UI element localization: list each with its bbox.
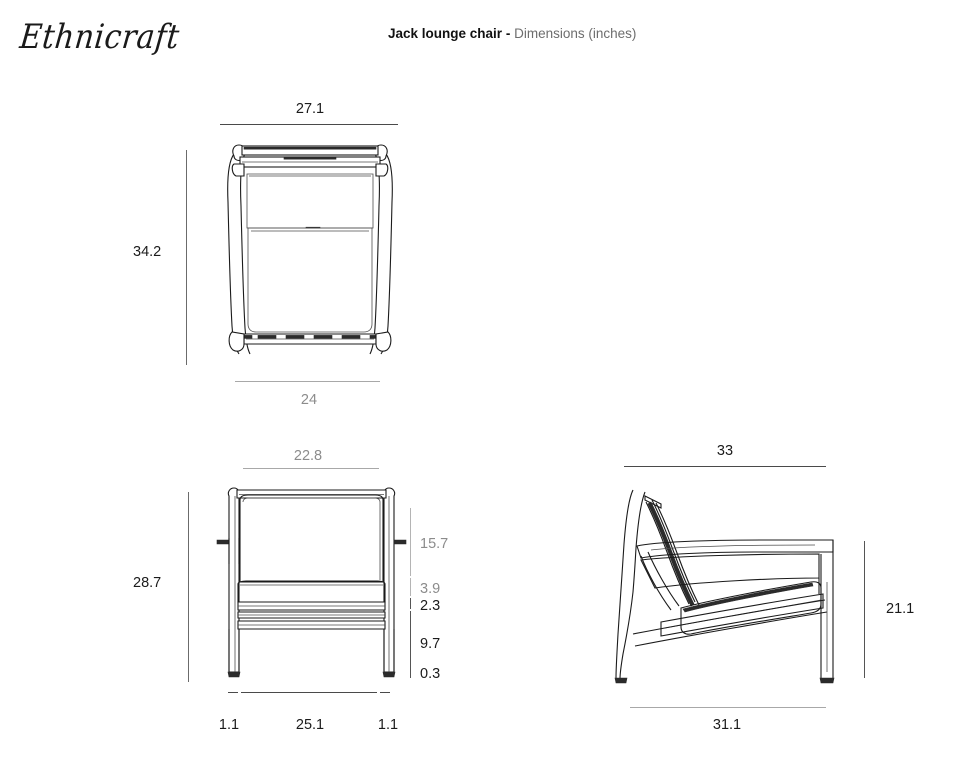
dim-line-seat-frame xyxy=(410,598,411,609)
dim-label-seat-frame: 2.3 xyxy=(420,598,441,614)
dim-label-top-inner-width: 24 xyxy=(300,392,318,408)
dim-line-front-height xyxy=(188,492,189,682)
dim-label-front-height: 28.7 xyxy=(133,575,162,591)
dim-line-leg-right-width xyxy=(380,692,390,693)
dim-line-side-floor-depth xyxy=(630,707,826,708)
dim-label-leg-left-width: 1.1 xyxy=(218,717,240,733)
dim-label-top-width: 27.1 xyxy=(295,101,325,117)
title-separator: - xyxy=(505,26,511,41)
dim-line-cushion-thickness xyxy=(410,578,411,596)
dim-line-top-inner-width xyxy=(235,381,380,382)
dim-line-side-overall-depth xyxy=(624,466,826,467)
dim-label-leg-right-width: 1.1 xyxy=(377,717,399,733)
dim-line-foot-height xyxy=(410,669,411,678)
dim-line-top-width xyxy=(220,124,398,125)
dim-line-backrest-height xyxy=(410,508,411,576)
dim-label-between-legs: 25.1 xyxy=(295,717,325,733)
dim-line-leg-left-width xyxy=(228,692,238,693)
dim-label-top-depth: 34.2 xyxy=(133,244,162,260)
dim-label-foot-height: 0.3 xyxy=(420,666,441,682)
side-view-drawing xyxy=(614,482,850,687)
dim-label-backrest-height: 15.7 xyxy=(420,536,449,552)
dim-label-side-overall-depth: 33 xyxy=(716,443,734,459)
product-name: Jack lounge chair xyxy=(388,26,503,41)
brand-logo: Ethnicraft xyxy=(17,18,182,58)
title-subtitle: Dimensions (inches) xyxy=(514,26,637,41)
dim-label-side-floor-depth: 31.1 xyxy=(712,717,742,733)
dim-label-leg-clearance: 9.7 xyxy=(420,636,441,652)
dim-line-between-legs xyxy=(241,692,377,693)
dim-line-leg-clearance xyxy=(410,611,411,669)
dim-label-side-arm-height: 21.1 xyxy=(886,601,915,617)
dim-label-front-inner-width: 22.8 xyxy=(293,448,323,464)
dim-line-front-inner-width xyxy=(243,468,379,469)
top-view-drawing xyxy=(220,140,400,370)
dim-label-cushion-thickness: 3.9 xyxy=(420,581,441,597)
dim-line-top-depth xyxy=(186,150,187,365)
page-title: Jack lounge chair - Dimensions (inches) xyxy=(388,26,636,41)
dim-line-side-arm-height xyxy=(864,541,865,678)
front-view-drawing xyxy=(216,484,407,684)
